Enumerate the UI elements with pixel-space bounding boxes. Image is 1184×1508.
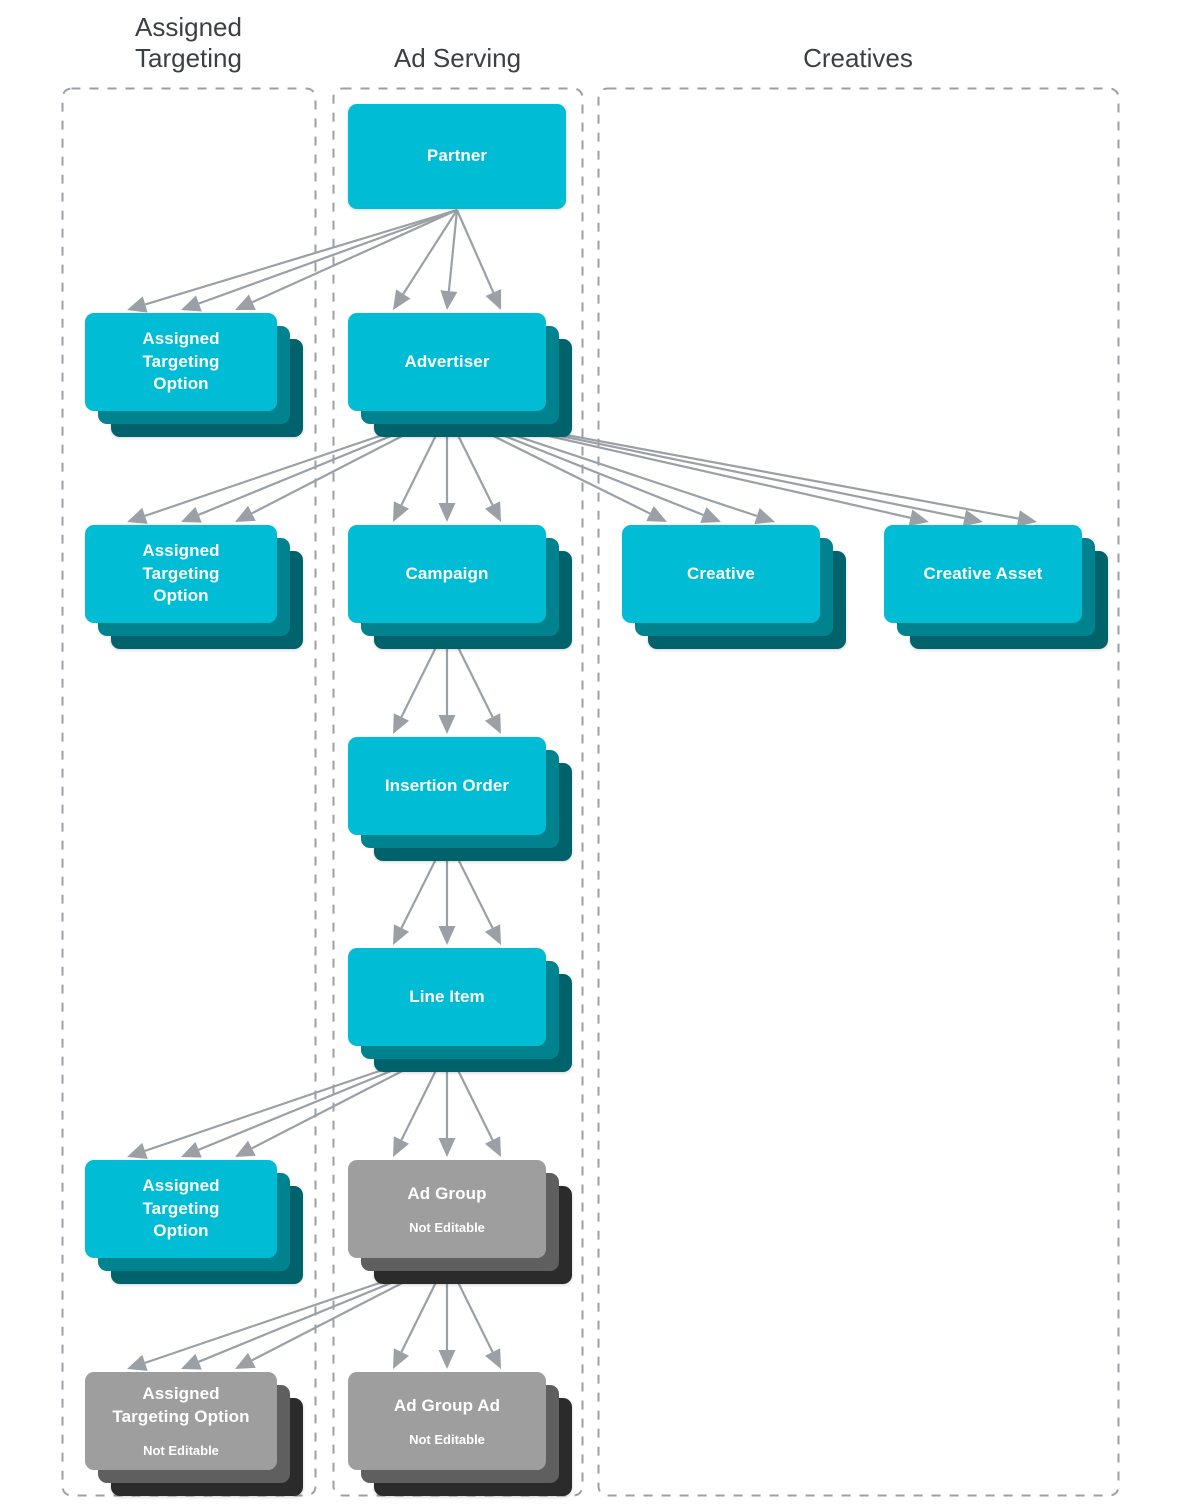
edge-insertion-order-to-line-item-head <box>393 924 410 945</box>
node-title: Campaign <box>405 563 489 583</box>
node-face-campaign[interactable]: Campaign <box>348 525 546 623</box>
edge-partner-to-assigned-targeting-option-partner-head <box>127 296 148 313</box>
edge-line-item-to-ad-group-head <box>393 1136 410 1157</box>
node-creative[interactable]: Creative <box>622 525 846 649</box>
edge-advertiser-to-assigned-targeting-option-advertiser-head <box>181 506 202 523</box>
column-header-ad-serving: Ad Serving <box>393 43 522 73</box>
node-subtitle-not-editable: Not Editable <box>409 1431 485 1447</box>
edge-advertiser-to-creative-head <box>754 507 775 525</box>
edge-partner-to-advertiser-line <box>455 209 495 294</box>
column-header-assigned-targeting: Assigned Targeting <box>135 12 242 73</box>
node-subtitle-not-editable: Not Editable <box>409 1219 485 1235</box>
edge-insertion-order-to-line-item-head <box>484 924 501 945</box>
node-title: Assigned Targeting Option <box>142 1175 220 1241</box>
edge-line-item-to-ad-group-head <box>438 1138 456 1157</box>
node-campaign[interactable]: Campaign <box>348 525 572 649</box>
edge-line-item-to-assigned-targeting-option-line-item-head <box>235 1140 256 1157</box>
node-face-creative[interactable]: Creative <box>622 525 820 623</box>
edge-partner-to-assigned-targeting-option-partner-head <box>235 294 256 310</box>
node-face-ad-group-ad[interactable]: Ad Group Ad Not Editable <box>348 1372 546 1470</box>
node-title: Line Item <box>409 986 485 1006</box>
edge-ad-group-to-assigned-targeting-option-ad-group-head <box>235 1352 256 1369</box>
node-face-creative-asset[interactable]: Creative Asset <box>884 525 1082 623</box>
edge-advertiser-to-campaign-head <box>438 503 456 522</box>
node-assigned-targeting-option-partner[interactable]: Assigned Targeting Option <box>85 313 303 437</box>
edge-ad-group-to-ad-group-ad-head <box>438 1350 456 1369</box>
node-title: Ad Group Ad <box>393 1395 501 1415</box>
edge-campaign-to-insertion-order-head <box>393 713 410 734</box>
node-face-assigned-targeting-option-advertiser[interactable]: Assigned Targeting Option <box>85 525 277 623</box>
edge-advertiser-to-campaign-head <box>484 501 501 522</box>
column-border-assigned-targeting <box>61 87 317 1497</box>
node-title: Insertion Order <box>384 775 510 795</box>
node-face-advertiser[interactable]: Advertiser <box>348 313 546 411</box>
edge-advertiser-to-creative-asset-head <box>1016 510 1037 527</box>
node-partner[interactable]: Partner <box>348 104 592 235</box>
edge-advertiser-to-creative-head <box>646 505 667 522</box>
edge-partner-to-assigned-targeting-option-partner-head <box>181 295 202 312</box>
edge-advertiser-to-assigned-targeting-option-advertiser-head <box>235 505 256 522</box>
edge-ad-group-to-assigned-targeting-option-ad-group-head <box>181 1353 202 1370</box>
edge-advertiser-to-creative-asset-head <box>908 509 929 527</box>
column-border-ad-serving <box>332 87 584 1497</box>
edge-campaign-to-insertion-order-head <box>484 713 501 734</box>
node-title: Ad Group <box>407 1183 487 1203</box>
node-face-assigned-targeting-option-line-item[interactable]: Assigned Targeting Option <box>85 1160 277 1258</box>
edge-partner-to-advertiser-head <box>440 290 458 310</box>
node-title: Creative Asset <box>923 563 1043 583</box>
edge-advertiser-to-creative-asset-head <box>962 509 983 527</box>
node-face-insertion-order[interactable]: Insertion Order <box>348 737 546 835</box>
edge-line-item-to-ad-group-head <box>484 1136 501 1157</box>
column-border-creatives <box>597 87 1120 1497</box>
edge-partner-to-advertiser-head <box>393 289 411 310</box>
edge-partner-to-advertiser-head <box>485 289 502 310</box>
node-face-assigned-targeting-option-partner[interactable]: Assigned Targeting Option <box>85 313 277 411</box>
node-title: Assigned Targeting Option <box>142 540 220 606</box>
node-subtitle-not-editable: Not Editable <box>143 1443 219 1459</box>
edge-advertiser-to-creative-head <box>700 507 721 523</box>
node-creative-asset[interactable]: Creative Asset <box>884 525 1108 649</box>
column-group-borders <box>61 87 1120 1497</box>
edge-partner-to-assigned-targeting-option-partner-line <box>251 208 458 304</box>
node-face-partner[interactable]: Partner <box>348 104 566 209</box>
node-title: Creative <box>687 563 755 583</box>
node-title: Assigned Targeting Option <box>112 1384 250 1427</box>
node-assigned-targeting-option-advertiser[interactable]: Assigned Targeting Option <box>85 525 303 649</box>
edge-advertiser-to-campaign-head <box>393 501 410 522</box>
node-face-line-item[interactable]: Line Item <box>348 948 546 1046</box>
node-insertion-order[interactable]: Insertion Order <box>348 737 572 861</box>
edge-line-item-to-assigned-targeting-option-line-item-head <box>127 1142 148 1159</box>
edge-partner-to-assigned-targeting-option-partner-line <box>198 208 458 305</box>
edge-insertion-order-to-line-item-head <box>438 926 456 945</box>
edge-partner-to-advertiser-line <box>402 209 458 295</box>
node-title: Assigned Targeting Option <box>142 328 220 394</box>
edge-line-item-to-assigned-targeting-option-line-item-head <box>181 1141 202 1158</box>
edge-partner-to-assigned-targeting-option-partner-line <box>144 208 458 306</box>
edge-campaign-to-insertion-order-head <box>438 715 456 734</box>
column-header-creatives: Creatives <box>803 43 913 73</box>
edge-advertiser-to-assigned-targeting-option-advertiser-head <box>127 507 148 524</box>
edge-partner-to-advertiser-line <box>447 209 459 292</box>
node-assigned-targeting-option-line-item[interactable]: Assigned Targeting Option <box>85 1160 303 1284</box>
node-title: Advertiser <box>404 351 490 371</box>
edge-ad-group-to-ad-group-ad-head <box>484 1348 501 1369</box>
node-ad-group-ad[interactable]: Ad Group Ad Not Editable <box>348 1372 572 1496</box>
node-title: Partner <box>426 146 488 166</box>
edge-ad-group-to-assigned-targeting-option-ad-group-head <box>127 1354 148 1371</box>
edge-ad-group-to-ad-group-ad-head <box>393 1348 410 1369</box>
node-line-item[interactable]: Line Item <box>348 948 572 1072</box>
node-advertiser[interactable]: Advertiser <box>348 313 572 437</box>
